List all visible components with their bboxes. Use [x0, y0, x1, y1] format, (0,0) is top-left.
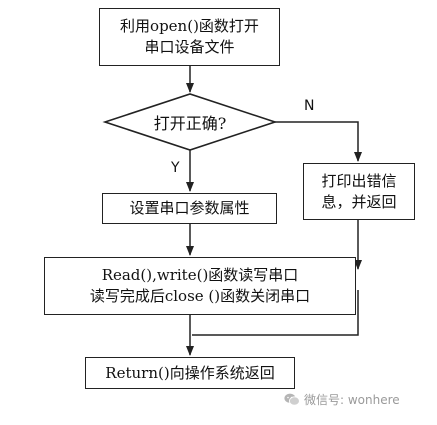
read-write-line1: Read(),write()函数读写串口 [101, 266, 299, 284]
print-error-box: 打印出错信 息，并返回 [303, 163, 415, 220]
watermark: 微信号: wonhere [284, 391, 400, 408]
open-device-box: 利用open()函数打开 串口设备文件 [99, 8, 280, 66]
arrow-bypass-to-return [192, 290, 359, 336]
decision-label: 打开正确? [153, 114, 227, 133]
print-error-line2: 息，并返回 [321, 192, 397, 211]
set-params-label: 设置串口参数属性 [129, 199, 250, 217]
open-device-line1: 利用open()函数打开 [120, 17, 259, 35]
yes-label: Y [171, 160, 180, 176]
set-params-box: 设置串口参数属性 [102, 193, 277, 224]
return-os-box: Return()向操作系统返回 [85, 357, 295, 389]
wechat-icon [284, 393, 300, 406]
no-label: N [304, 98, 315, 114]
print-error-line1: 打印出错信 [321, 171, 397, 190]
read-write-line2: 读写完成后close ()函数关闭串口 [89, 287, 311, 305]
read-write-box: Read(),write()函数读写串口 读写完成后close ()函数关闭串口 [44, 257, 356, 315]
arrow-decision-no [275, 121, 362, 162]
watermark-text: 微信号: wonhere [304, 393, 400, 407]
return-os-label: Return()向操作系统返回 [105, 363, 275, 382]
open-device-line2: 串口设备文件 [144, 38, 235, 56]
